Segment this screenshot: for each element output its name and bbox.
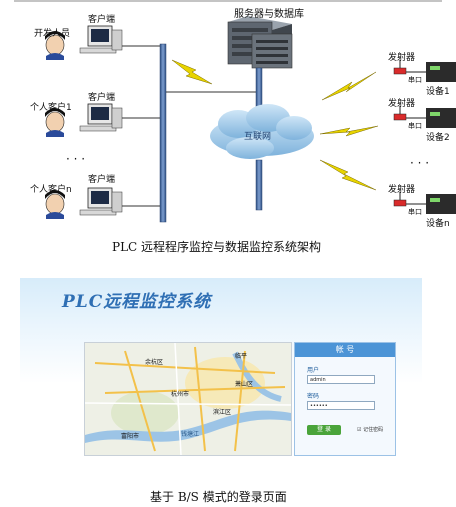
internet-label: 互联网 [244, 132, 272, 142]
remember-password-label: 记住密码 [363, 427, 384, 433]
server-label: 服务器与数据库 [234, 9, 304, 20]
map-label: 余杭区 [145, 359, 164, 366]
client-workstation-icon [45, 103, 123, 137]
transmitter-label: 发射器 [388, 53, 416, 63]
device-label: 设备1 [426, 87, 450, 97]
map-label: 杭州市 [171, 391, 190, 398]
serial-port-label: 串口 [408, 76, 422, 84]
map-graphic [85, 343, 291, 455]
map-label: 萧山区 [235, 381, 254, 388]
client-role-label: 个人客户n [30, 185, 72, 195]
client-role-label: 个人客户1 [30, 103, 72, 113]
device-label: 设备n [426, 219, 450, 229]
client-workstation-icon [45, 187, 123, 219]
login-panel-title: 帐 号 [295, 343, 395, 357]
map-label: 钱塘江 [181, 431, 200, 438]
remember-password-checkbox[interactable]: ☑ 记住密码 [357, 427, 384, 433]
client-terminal-label: 客户端 [88, 15, 116, 25]
transmitter-device-icon [393, 106, 456, 128]
map-label: 滨江区 [213, 409, 232, 416]
transmitter-device-icon [393, 60, 456, 82]
device-ellipsis: · · · [410, 156, 430, 170]
username-label: 用户 [307, 367, 320, 374]
username-input[interactable]: admin [307, 375, 375, 384]
architecture-caption: PLC 远程程序监控与数据监控系统架构 [112, 240, 322, 254]
map-label: 临平 [235, 353, 248, 360]
transmitter-label: 发射器 [388, 99, 416, 109]
client-terminal-label: 客户端 [88, 93, 116, 103]
device-label: 设备2 [426, 133, 450, 143]
password-label: 密码 [307, 393, 320, 400]
login-caption: 基于 B/S 模式的登录页面 [150, 490, 287, 504]
city-map: 杭州市 萧山区 富阳市 余杭区 临平 滨江区 钱塘江 [84, 342, 292, 456]
wireless-signal-icon [319, 159, 377, 191]
transmitter-label: 发射器 [388, 185, 416, 195]
wireless-signal-icon [171, 59, 213, 85]
client-workstation-icon [45, 25, 123, 60]
transmitter-device-icon [393, 192, 456, 214]
serial-port-label: 串口 [408, 122, 422, 130]
serial-port-label: 串口 [408, 208, 422, 216]
internet-cloud-icon [210, 104, 314, 159]
login-panel: 帐 号 用户 admin 密码 •••••• 登 录 ☑ 记住密码 [294, 342, 396, 456]
network-bus [159, 43, 167, 223]
password-input[interactable]: •••••• [307, 401, 375, 410]
client-ellipsis: · · · [66, 152, 86, 166]
wireless-signal-icon [319, 125, 379, 137]
client-role-label: 开发人员 [34, 29, 71, 39]
wireless-signal-icon [321, 71, 377, 101]
architecture-diagram [14, 0, 456, 223]
system-title: PLC远程监控系统 [62, 292, 212, 312]
client-terminal-label: 客户端 [88, 175, 116, 185]
server-rack-icon [227, 16, 293, 69]
login-button[interactable]: 登 录 [307, 425, 341, 435]
map-label: 富阳市 [121, 433, 140, 440]
